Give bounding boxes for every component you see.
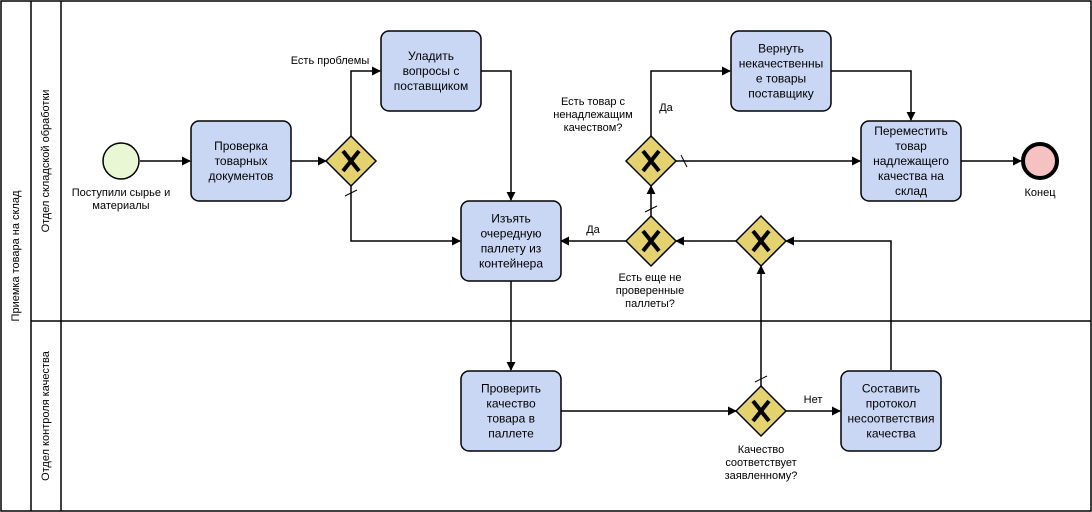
label-line: Есть товар с — [561, 96, 626, 108]
default-flow-marker — [680, 154, 688, 168]
flow-gw1-to-take-pallet[interactable] — [350, 186, 461, 246]
exclusive-x-icon — [341, 149, 361, 173]
start-event[interactable] — [102, 142, 140, 180]
lane-title-warehouse: Отдел складской обработки — [40, 90, 52, 233]
exclusive-x-icon — [751, 229, 771, 253]
default-flow-marker — [344, 189, 358, 197]
label-line: качества — [866, 427, 916, 441]
label-line: Проверка — [214, 139, 268, 153]
label-line: соответствует — [725, 457, 796, 469]
label-line: качество — [486, 397, 536, 411]
flow-protocol-to-merge[interactable] — [785, 236, 892, 370]
default-flow-marker — [754, 375, 768, 383]
label-line: протокол — [866, 397, 916, 411]
end-event-circle[interactable] — [1021, 142, 1059, 180]
label-line: вопросы с — [403, 64, 460, 78]
gateway-bad-quality[interactable] — [624, 134, 678, 188]
label-line: Поступили сырье и — [72, 187, 170, 199]
flow-gw-bad-to-return[interactable] — [650, 66, 731, 136]
end-event[interactable] — [1021, 142, 1059, 180]
lane-title-quality: Отдел контроля качества — [40, 350, 52, 481]
exclusive-x-icon — [641, 229, 661, 253]
label-line: склад — [895, 184, 927, 198]
label-line: паллеты? — [625, 298, 675, 310]
sequence-flows — [140, 66, 1022, 416]
label-line: надлежащего — [873, 154, 949, 168]
flow-label-yes-pallet: Да — [586, 224, 600, 236]
task-check-docs-box[interactable] — [190, 120, 292, 202]
task-resolve-supplier-box[interactable] — [380, 30, 482, 112]
label-line: качеством? — [564, 122, 623, 134]
label-line: паллету из — [481, 242, 542, 256]
label-line: Есть еще не — [619, 272, 682, 284]
label-line: товар — [895, 139, 927, 153]
label-line: проверенные — [616, 285, 684, 297]
gateway-merge[interactable] — [734, 214, 788, 268]
pool-title: Приемка товара на склад — [10, 190, 22, 321]
exclusive-x-icon — [751, 399, 771, 423]
task-move-goods-box[interactable] — [860, 120, 962, 202]
gateway-quality-ok[interactable] — [734, 384, 788, 438]
task-make-protocol-box[interactable] — [840, 370, 942, 452]
exclusive-x-icon — [641, 149, 661, 173]
flow-return-to-move[interactable] — [831, 70, 916, 121]
label-line: заявленному? — [725, 470, 798, 482]
gateway-pallets-left[interactable] — [624, 214, 678, 268]
start-event-circle[interactable] — [102, 142, 140, 180]
label-line: контейнера — [479, 257, 543, 271]
flow-label-problems: Есть проблемы — [291, 55, 370, 67]
label-line: Проверить — [481, 382, 541, 396]
flow-label-no-quality: Нет — [804, 394, 823, 406]
gateway-problems[interactable] — [324, 134, 378, 188]
label-line: некачественны — [739, 57, 823, 71]
label-line: ненадлежащим — [553, 109, 632, 121]
label-line: товара в — [487, 412, 535, 426]
label-line: материалы — [92, 200, 149, 212]
task-take-pallet-box[interactable] — [460, 200, 562, 282]
label-line: Вернуть — [758, 42, 804, 56]
flow-label-yes-return: Да — [659, 102, 673, 114]
label-line: е товары — [756, 72, 806, 86]
flow-gw1-to-resolve[interactable] — [350, 66, 381, 136]
label-line: Составить — [862, 382, 920, 396]
label-line: Уладить — [408, 49, 454, 63]
end-event-label: Конец — [1024, 187, 1056, 199]
label-line: Качество — [738, 444, 785, 456]
label-line: паллете — [488, 427, 534, 441]
label-line: поставщику — [748, 87, 814, 101]
label-line: Переместить — [874, 124, 948, 138]
label-line: поставщиком — [394, 79, 468, 93]
label-line: несоответствия — [848, 412, 935, 426]
task-check-quality-box[interactable] — [460, 370, 562, 452]
label-line: товарных — [215, 154, 268, 168]
label-line: очередную — [480, 227, 541, 241]
default-flow-marker — [644, 205, 658, 213]
label-line: документов — [209, 169, 274, 183]
flow-resolve-to-take-pallet[interactable] — [481, 70, 516, 201]
label-line: Изъять — [491, 212, 531, 226]
label-line: качества на — [878, 169, 944, 183]
task-return-supplier-box[interactable] — [730, 30, 832, 112]
